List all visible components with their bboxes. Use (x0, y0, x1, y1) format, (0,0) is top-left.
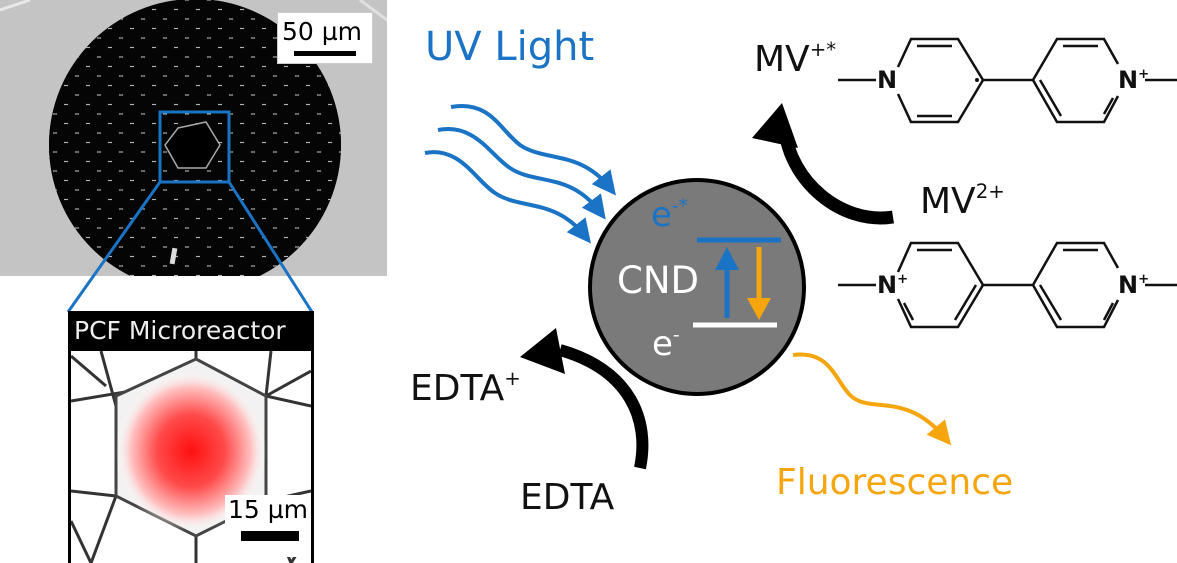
uv-light-label: UV Light (425, 24, 595, 70)
sem-scale-bar-label: 50 µm (282, 17, 363, 46)
inset-scale-bar (241, 531, 299, 541)
cnd-label: CND (617, 259, 700, 302)
sem-scale-bar-box: 50 µm (277, 12, 373, 64)
mv-radical-superscript: +* (809, 38, 837, 62)
mv-dication-structure (838, 241, 1177, 329)
ground-electron-superscript: - (672, 324, 680, 346)
hollow-core (164, 121, 221, 169)
inset-scale-bar-label: 15 µm (228, 495, 309, 524)
sem-scale-bar (294, 51, 356, 56)
mv-reduction-arrow (778, 129, 894, 225)
excited-electron-symbol: e (651, 195, 672, 235)
edta-label: EDTA (520, 477, 615, 518)
radical-dot (975, 78, 979, 82)
zoom-region-box (158, 110, 231, 184)
edta-oxidized-superscript: + (504, 367, 521, 391)
excitation-arrow-head (715, 247, 739, 270)
n-charge: + (1138, 67, 1150, 83)
microreactor-inset: PCF Microreactor (68, 311, 314, 563)
ground-electron-symbol: e (652, 324, 673, 364)
mv-radical-n-right: N+ (1118, 68, 1149, 92)
emission-arrow-head (747, 298, 771, 320)
ground-electron-label: e- (652, 324, 680, 364)
atom-n: N (1118, 66, 1139, 94)
mv-radical-structure (838, 37, 1177, 124)
cnd-particle (588, 178, 806, 396)
n-charge: + (1138, 272, 1150, 288)
mv-dication-n-left: N+ (877, 273, 908, 297)
excited-electron-superscript: -* (671, 195, 689, 217)
fluorescence-arrow (792, 352, 952, 446)
mv-radical-text: MV (754, 39, 810, 80)
edta-oxidation-arrow (558, 344, 649, 470)
inset-image: 15 µm (71, 351, 311, 563)
uv-wave-1 (450, 103, 616, 196)
mv-reduction-arrowhead (752, 103, 798, 148)
uv-wave-2 (437, 127, 606, 220)
inset-title: PCF Microreactor (74, 316, 286, 345)
n-charge: + (897, 272, 909, 288)
mv-radical-label: MV+* (754, 39, 836, 80)
uv-wave-3 (424, 150, 591, 244)
mv-dication-n-right: N+ (1118, 273, 1149, 297)
mv-dication-text: MV (920, 181, 976, 222)
fluorescence-label: Fluorescence (776, 462, 1014, 503)
inset-scale-bar-box: 15 µm (225, 495, 311, 557)
edta-oxidized-text: EDTA (410, 368, 505, 409)
uv-light-arrows (424, 103, 616, 244)
mv-dication-label: MV2+ (920, 181, 1005, 222)
edta-oxidation-arrowhead (520, 328, 565, 374)
edta-oxidized-label: EDTA+ (410, 368, 521, 409)
inset-graphic (71, 351, 311, 563)
atom-n: N (1118, 271, 1139, 299)
atom-n: N (877, 271, 898, 299)
light-field (116, 371, 266, 531)
mv-dication-superscript: 2+ (975, 180, 1005, 204)
excited-electron-label: e-* (651, 195, 689, 235)
mv-radical-n-left: N (877, 66, 898, 94)
